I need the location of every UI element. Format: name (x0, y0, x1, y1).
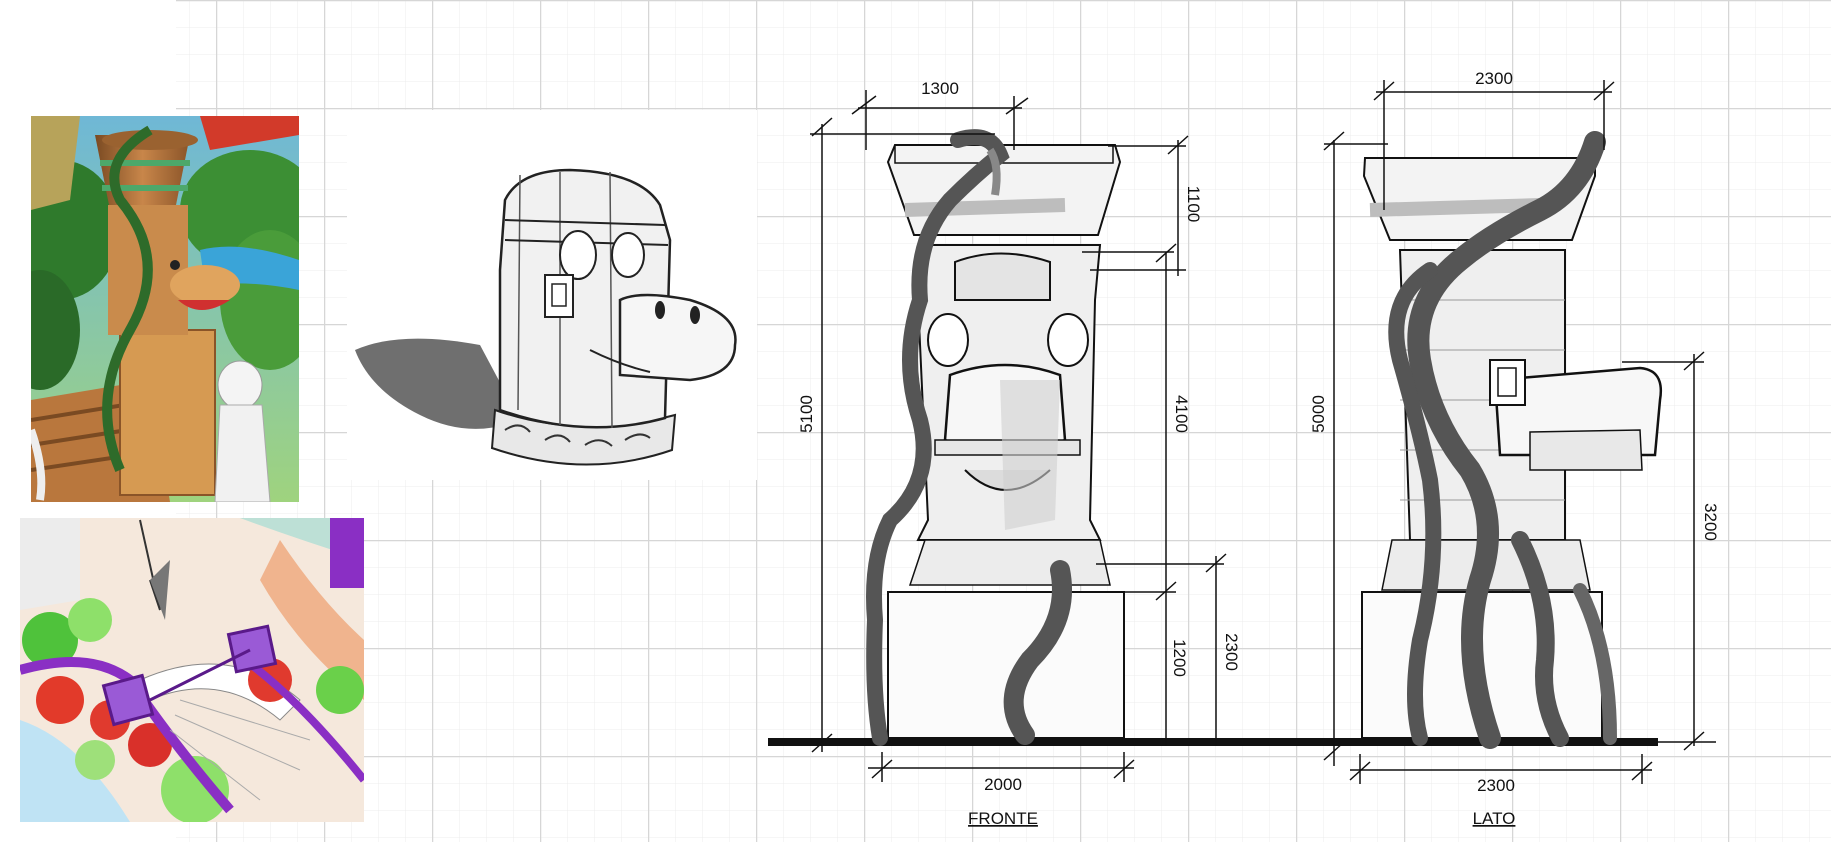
dim-side-snout-height: 3200 (1701, 503, 1720, 541)
view-label-front: FRONTE (968, 809, 1038, 828)
dim-side-base-width: 2300 (1477, 776, 1515, 795)
dim-front-base-width: 2000 (984, 775, 1022, 794)
ground-line (768, 738, 1658, 746)
site-plan (20, 518, 364, 822)
dim-front-base-height: 1200 (1170, 639, 1189, 677)
3d-sketch (347, 110, 757, 480)
side-elevation: 2300 5000 3200 2300 LATO (1309, 69, 1720, 828)
dim-front-head-height: 4100 (1172, 395, 1191, 433)
dim-front-cap-height: 1100 (1184, 186, 1203, 223)
dim-side-top-width: 2300 (1475, 69, 1513, 88)
dim-side-total-height: 5000 (1309, 395, 1328, 433)
dim-front-total-height: 5100 (797, 395, 816, 433)
dim-front-top-width: 1300 (921, 79, 959, 98)
concept-render (31, 116, 299, 502)
dim-front-lower-height: 2300 (1222, 633, 1241, 671)
view-label-side: LATO (1473, 809, 1516, 828)
front-elevation: 1300 5100 1100 4100 1200 2300 2000 FRONT… (768, 79, 1658, 828)
